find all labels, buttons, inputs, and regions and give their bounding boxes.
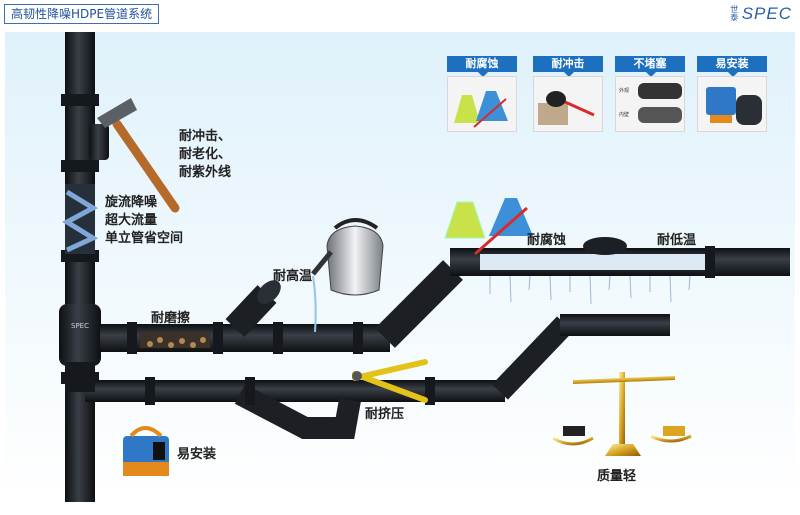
tile-note: 内壁	[619, 112, 630, 118]
hammer-icon	[97, 98, 180, 213]
pipe-illustration: SPEC	[59, 32, 790, 502]
page-title: 高韧性降噪HDPE管道系统	[4, 4, 160, 24]
illustration-stage: SPEC 耐腐蚀 耐冲击 不堵塞 外观 内壁 易安装	[5, 32, 795, 502]
tile-label: 不堵塞	[615, 56, 685, 77]
pipe-badge: SPEC	[71, 322, 89, 330]
tile-note: 外观	[619, 88, 630, 94]
tile-label: 耐冲击	[533, 56, 603, 77]
welder-icon	[697, 76, 767, 132]
main-vertical-pipe	[65, 32, 95, 502]
feature-tiles: 耐腐蚀 耐冲击 不堵塞 外观 内壁 易安装	[447, 56, 777, 136]
tile-corrosion: 耐腐蚀	[447, 56, 517, 132]
tool-bag-icon	[123, 426, 169, 476]
tile-label: 耐腐蚀	[447, 56, 517, 77]
tile-install: 易安装	[697, 56, 767, 132]
label-corrosion: 耐腐蚀	[527, 233, 567, 248]
label-squeeze: 耐挤压	[365, 407, 405, 422]
brand-name: SPEC	[741, 4, 792, 23]
brand-logo: 世泰 SPEC	[730, 4, 792, 24]
label-abrasion: 耐磨擦	[151, 311, 191, 326]
pipe-coupling	[61, 160, 99, 172]
flask-icon	[444, 198, 533, 256]
label-easy-install: 易安装	[177, 447, 217, 462]
kettle-icon	[311, 218, 384, 333]
tile-no-clog: 不堵塞 外观 内壁	[615, 56, 685, 132]
frost-section	[480, 254, 710, 270]
label-low-temp: 耐低温	[657, 233, 697, 248]
stack-fitting	[59, 304, 101, 366]
label-swirl: 旋流降噪 超大流量 单立管省空间	[105, 195, 184, 246]
label-high-temp: 耐高温	[273, 269, 313, 284]
header: 高韧性降噪HDPE管道系统 世泰 SPEC	[0, 0, 800, 28]
pipe-sample-icon: 外观 内壁	[615, 76, 685, 132]
branch-fitting	[89, 124, 109, 160]
pipe-coupling	[61, 94, 99, 106]
hammer-icon	[533, 76, 603, 132]
label-light-weight: 质量轻	[597, 469, 637, 484]
scale-icon	[552, 372, 692, 456]
flask-icon	[447, 76, 517, 132]
pliers-icon	[352, 359, 428, 403]
lower-pipe	[85, 380, 505, 402]
tile-impact: 耐冲击	[533, 56, 603, 132]
label-impact: 耐冲击、 耐老化、 耐紫外线	[179, 129, 232, 180]
brand-cn: 世泰	[729, 5, 739, 21]
upper-right-pipe	[560, 314, 670, 336]
tile-label: 易安装	[697, 56, 767, 77]
